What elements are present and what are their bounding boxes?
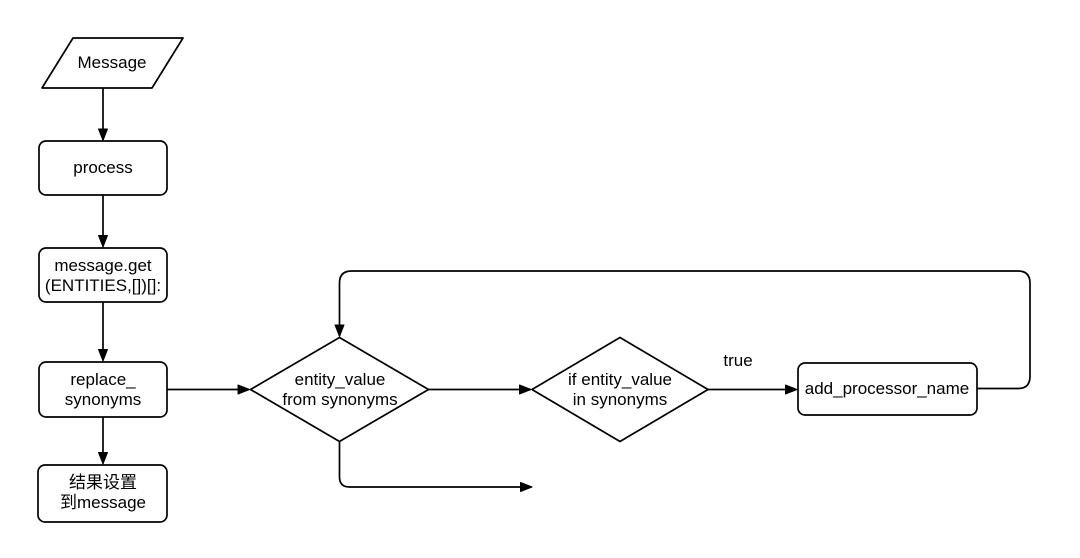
node-message-label: Message: [77, 52, 147, 72]
edge-from-synonyms-open-exit: [338, 441, 533, 492]
node-set-result-label: 结果设置 到message: [60, 472, 146, 512]
node-message-shape: [41, 37, 184, 89]
node-add-processor-name-label: add_processor_name: [804, 378, 970, 398]
node-message-get-label: message.get (ENTITIES,[])[]:: [44, 255, 162, 295]
node-replace-synonyms-label: replace_ synonyms: [64, 369, 142, 409]
node-in-synonyms-decision-shape: [531, 336, 709, 443]
node-from-synonyms-decision-shape: [249, 336, 430, 443]
node-add-processor-name-shape: [797, 362, 978, 416]
node-set-result-shape: [37, 464, 168, 523]
node-process-label: process: [73, 157, 133, 177]
node-process-shape: [38, 140, 168, 196]
node-in-synonyms-decision-label: if entity_value in synonyms: [568, 369, 672, 409]
node-message-get-shape: [38, 247, 168, 303]
edge-add-processor-name-loop-back: [334, 270, 1031, 390]
edge-true-label: true: [723, 351, 753, 370]
node-from-synonyms-decision-label: entity_value from synonyms: [282, 369, 398, 409]
node-replace-synonyms-shape: [38, 361, 168, 418]
